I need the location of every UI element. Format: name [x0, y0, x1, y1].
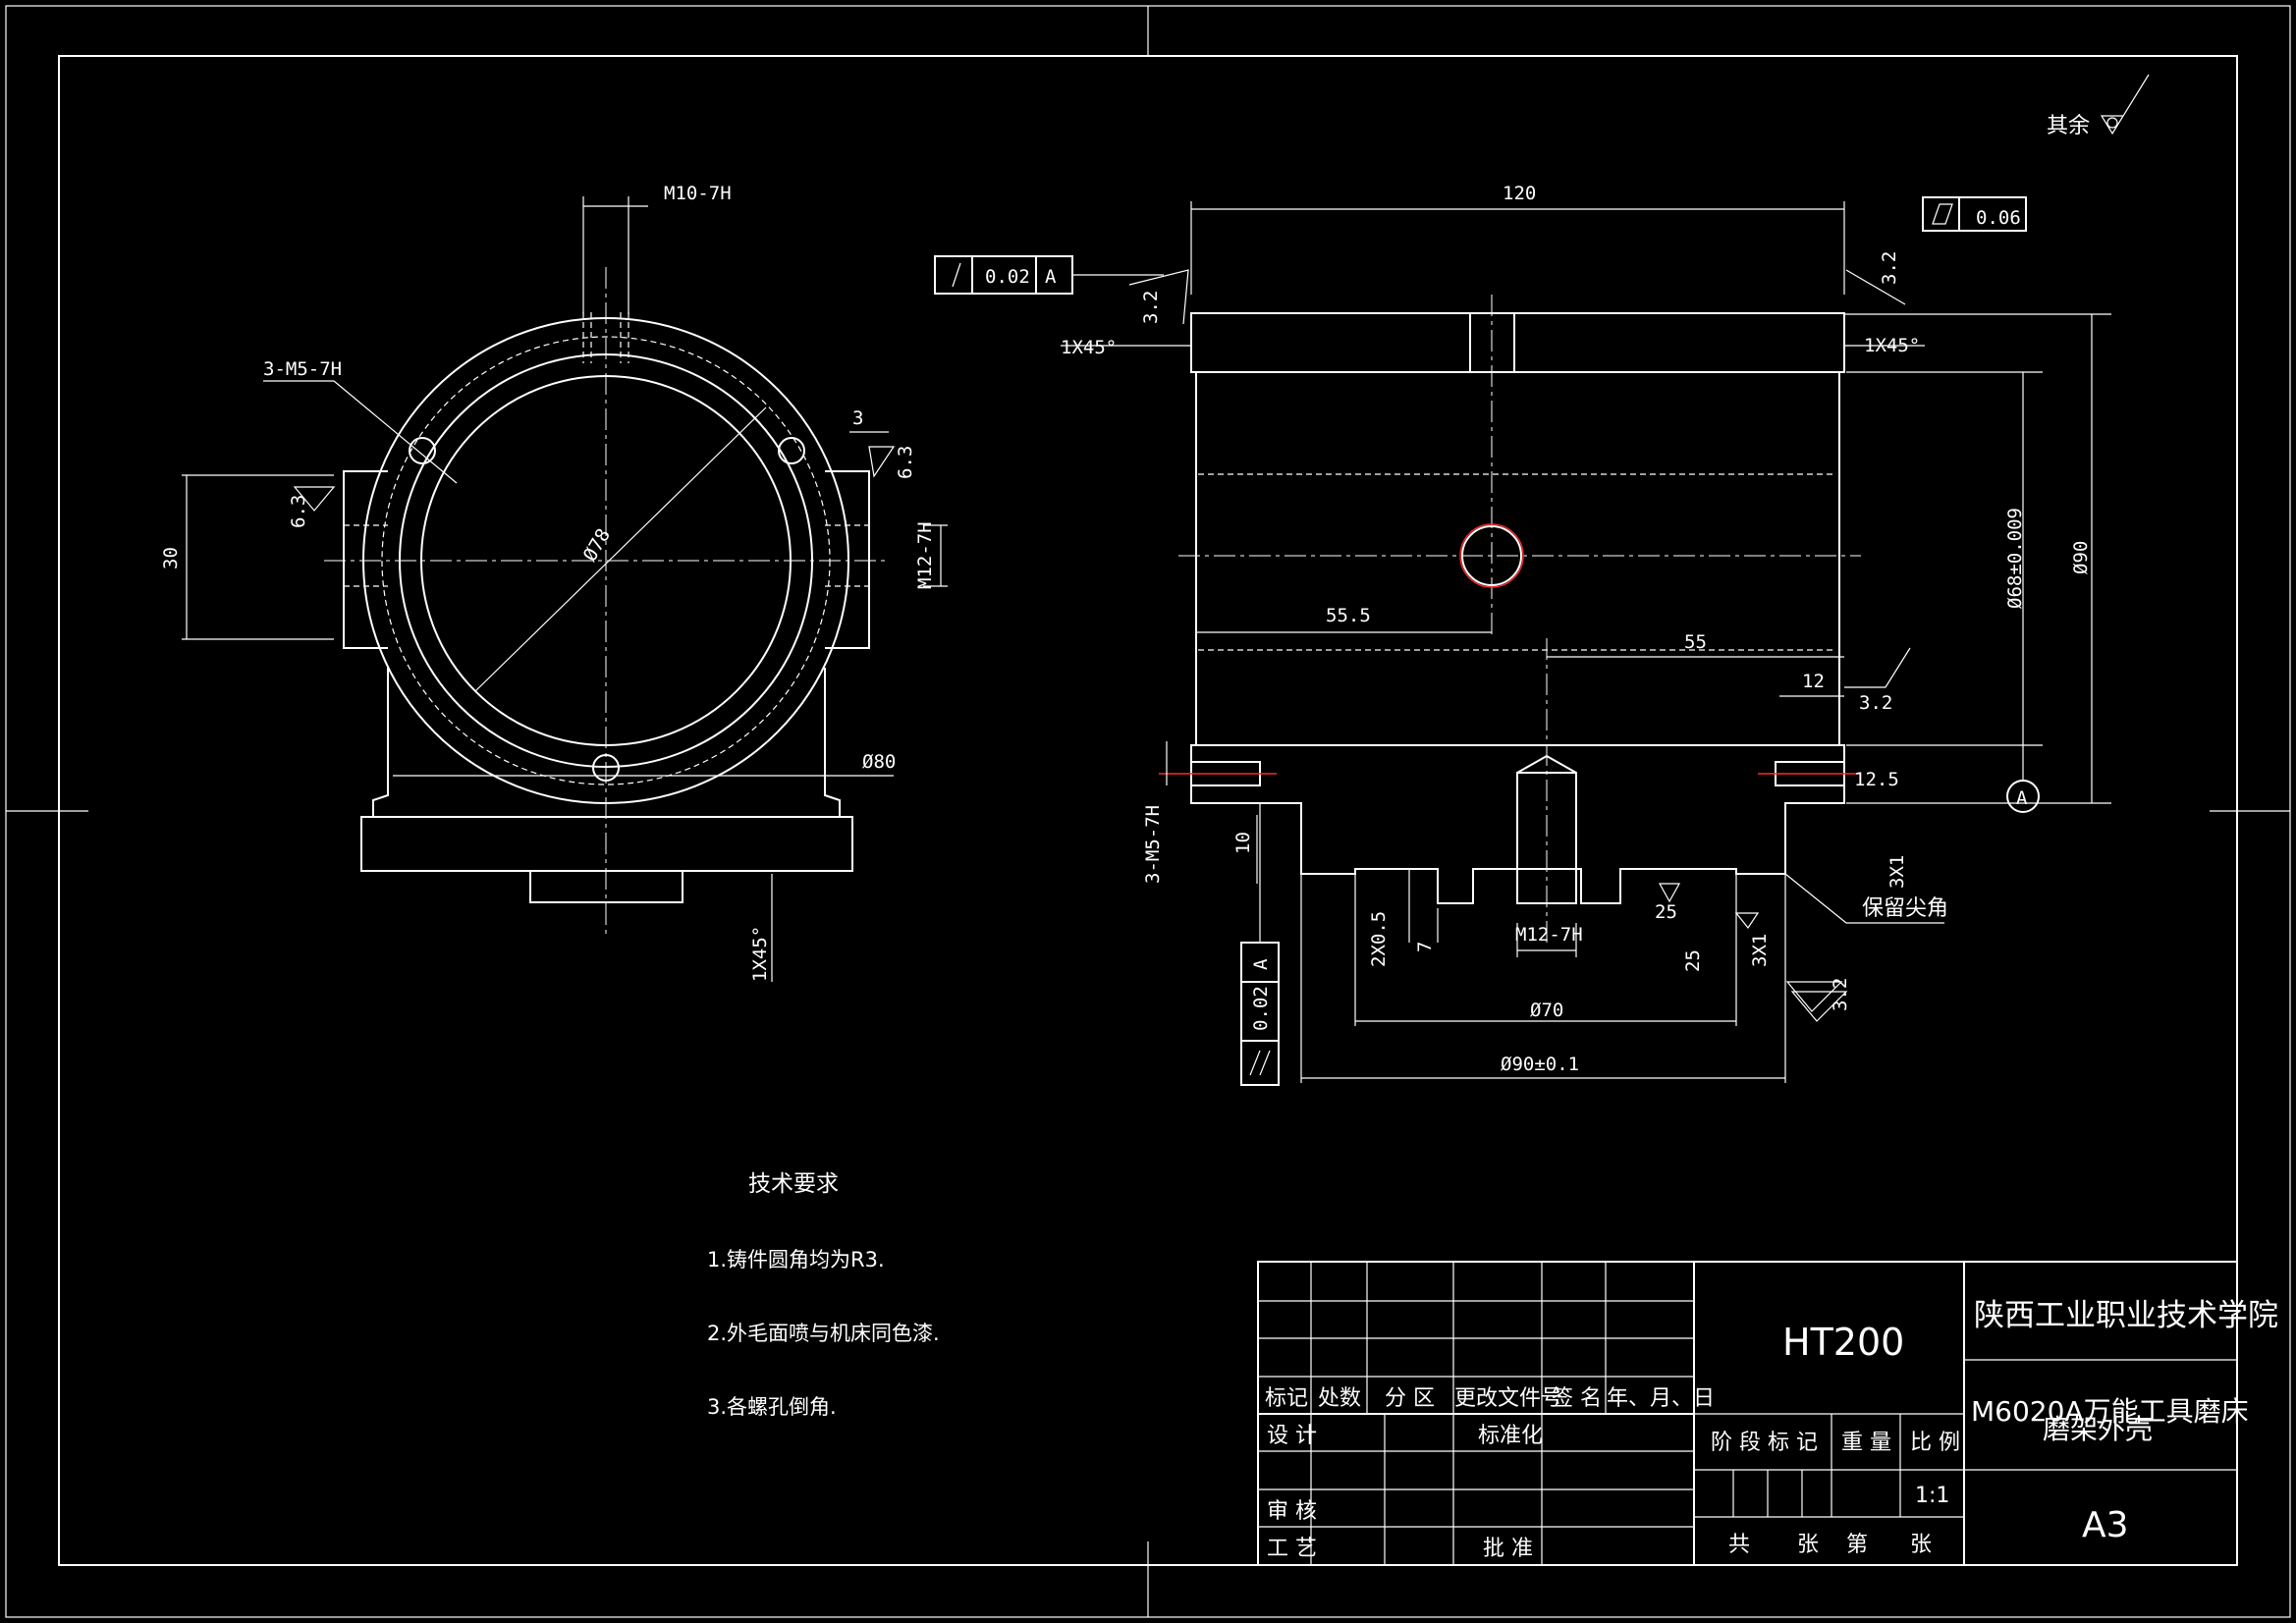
weight-label: 重 量	[1841, 1431, 1891, 1455]
title-block: HT200 陕西工业职业技术学院 M6020A万能工具磨床 磨架外壳 A3 1:…	[1257, 1261, 2278, 1566]
rough-25-b: 25	[1682, 949, 1704, 972]
rough-63-right: 6.3	[895, 446, 916, 479]
flatness-value: 0.06	[1976, 207, 2021, 229]
dia-80-label: Ø80	[862, 751, 896, 773]
chamfer-left: 1X45°	[1061, 337, 1117, 358]
groove-3x1-b: 3X1	[1886, 855, 1908, 889]
groove-2x05-label: 2X0.5	[1368, 911, 1390, 967]
rough-125: 12.5	[1854, 769, 1899, 790]
surface-roughness-note: 其余	[2047, 74, 2150, 138]
dia-90-tol-label: Ø90±0.1	[1501, 1054, 1579, 1075]
tech-req-title: 技术要求	[748, 1171, 839, 1197]
groove-3x1-a: 3X1	[1749, 934, 1771, 967]
tech-requirements: 技术要求 1.铸件圆角均为R3. 2.外毛面喷与机床同色漆. 3.各螺孔倒角.	[707, 1171, 940, 1419]
holes-label: 3-M5-7H	[263, 358, 342, 380]
header-change: 更改文件号	[1454, 1386, 1562, 1411]
rough-63-left: 6.3	[288, 495, 309, 528]
chamfer-right: 1X45°	[1864, 335, 1920, 356]
header-sign: 签 名	[1552, 1386, 1602, 1411]
length-120-label: 120	[1503, 183, 1536, 204]
row-design: 设 计	[1267, 1424, 1317, 1448]
row-process: 工 艺	[1267, 1537, 1317, 1561]
sheets-total: 共	[1728, 1533, 1750, 1557]
tech-req-item-2: 2.外毛面喷与机床同色漆.	[707, 1322, 940, 1345]
left-view: M10-7H 3-M5-7H Ø78 Ø80 3 6.3 6.3 30 M12-…	[160, 183, 948, 982]
dim-10-label: 10	[1232, 832, 1254, 854]
sheets-unit-2: 张	[1910, 1533, 1932, 1557]
sheets-number: 第	[1846, 1533, 1868, 1557]
school-label: 陕西工业职业技术学院	[1974, 1298, 2278, 1333]
dim-3-label: 3	[852, 407, 863, 429]
dia-78-label: Ø78	[579, 525, 615, 566]
thread-bottom-label: M12-7H	[1515, 924, 1583, 946]
holes-side-label: 3-M5-7H	[1142, 805, 1164, 884]
part-name-label: M6020A万能工具磨床	[1971, 1395, 2249, 1428]
header-mark: 标记	[1265, 1386, 1308, 1411]
header-date: 年、月、日	[1607, 1386, 1715, 1411]
part-name-2-label: 磨架外壳	[2043, 1413, 2153, 1445]
header-zone: 分 区	[1385, 1386, 1435, 1411]
dim-55-label: 55	[1684, 631, 1707, 653]
dia-90-label: Ø90	[2070, 541, 2092, 574]
header-count: 处数	[1318, 1386, 1361, 1411]
rough-32-right: 3.2	[1879, 251, 1900, 285]
material-label: HT200	[1782, 1321, 1904, 1364]
rough-32-step: 3.2	[1859, 692, 1892, 714]
standard-label: 标准化	[1478, 1424, 1543, 1448]
parallel-datum: A	[1250, 958, 1272, 970]
runout-datum: A	[1045, 266, 1057, 288]
rough-32-bottom: 3.2	[1830, 978, 1851, 1011]
stage-mark-label: 阶 段 标 记	[1711, 1431, 1818, 1455]
section-view: 120 0.06 0.02 A 3.2 3.2 1X45° 1X45° Ø68±…	[934, 183, 2111, 1086]
rough-32-left: 3.2	[1140, 291, 1162, 324]
dim-555-label: 55.5	[1326, 605, 1371, 626]
dim-12-label: 12	[1802, 671, 1825, 692]
chamfer-bottom-label: 1X45°	[749, 926, 771, 982]
row-review: 审 核	[1267, 1499, 1317, 1524]
surface-note-label: 其余	[2047, 114, 2090, 138]
parallel-value: 0.02	[1250, 986, 1272, 1031]
ratio-label: 比 例	[1910, 1431, 1960, 1455]
dia-68-label: Ø68±0.009	[2004, 508, 2026, 609]
scale-label: 1:1	[1915, 1484, 1949, 1508]
sheet-size-label: A3	[2082, 1505, 2129, 1545]
dim-7-label: 7	[1414, 942, 1436, 952]
thread-side-label: M12-7H	[914, 521, 936, 589]
thread-top-label: M10-7H	[664, 183, 732, 204]
sharp-corner-label: 保留尖角	[1862, 896, 1948, 921]
dia-70-label: Ø70	[1530, 1000, 1563, 1021]
approve-label: 批 准	[1483, 1537, 1533, 1561]
rough-25-a: 25	[1655, 901, 1677, 923]
tech-req-item-3: 3.各螺孔倒角.	[707, 1395, 837, 1419]
sheet-frame	[5, 5, 2291, 1618]
dim-30-label: 30	[160, 547, 182, 569]
tech-req-item-1: 1.铸件圆角均为R3.	[707, 1248, 885, 1271]
runout-value: 0.02	[985, 266, 1030, 288]
sheets-unit-1: 张	[1797, 1533, 1819, 1557]
datum-a-symbol: A	[2016, 787, 2028, 809]
